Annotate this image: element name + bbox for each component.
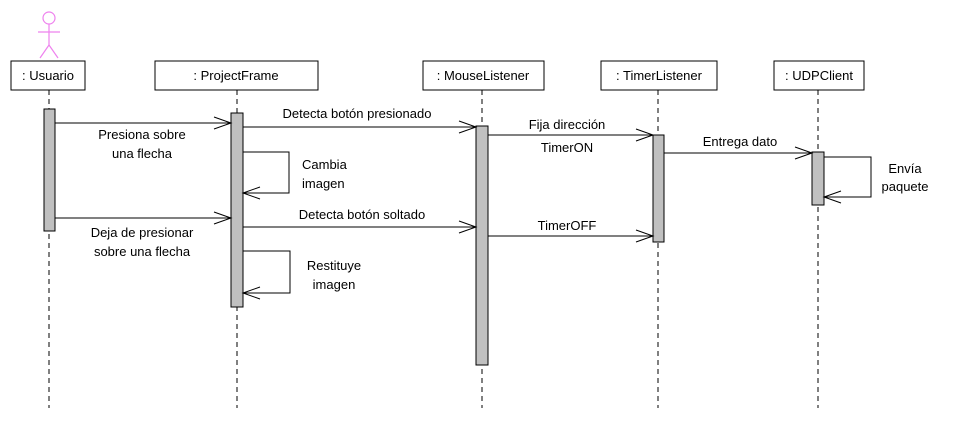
message-deja-label-2: sobre una flecha xyxy=(94,244,191,259)
message-cambia-label-1: Cambia xyxy=(302,157,348,172)
message-timer-off: TimerOFF xyxy=(488,218,655,243)
participant-udpclient-label: : UDPClient xyxy=(785,68,853,83)
message-envia-paquete: Envía paquete xyxy=(822,156,929,204)
message-presiona-label-1: Presiona sobre xyxy=(98,127,185,142)
participant-projectframe-label: : ProjectFrame xyxy=(193,68,278,83)
message-envia-label-2: paquete xyxy=(882,179,929,194)
message-restituye-imagen: Restituye imagen xyxy=(241,250,361,300)
message-entrega-dato-label: Entrega dato xyxy=(703,134,777,149)
message-detecta-soltado-label: Detecta botón soltado xyxy=(299,207,425,222)
message-fija-direccion: Fija dirección TimerON xyxy=(488,117,655,155)
message-fija-direccion-label: Fija dirección xyxy=(529,117,606,132)
participant-mouselistener-label: : MouseListener xyxy=(437,68,530,83)
message-detecta-soltado: Detecta botón soltado xyxy=(243,207,478,234)
message-detecta-presionado-label: Detecta botón presionado xyxy=(283,106,432,121)
actor-usuario-icon xyxy=(38,11,60,59)
message-presiona-label-2: una flecha xyxy=(112,146,173,161)
participant-usuario: : Usuario xyxy=(10,60,86,91)
activation-projectframe xyxy=(230,112,244,308)
message-envia-label-1: Envía xyxy=(888,161,922,176)
message-entrega-dato: Entrega dato xyxy=(664,134,814,160)
activation-usuario xyxy=(43,108,56,232)
activation-mouselistener xyxy=(475,125,489,366)
message-cambia-label-2: imagen xyxy=(302,176,345,191)
message-timer-off-label: TimerOFF xyxy=(538,218,597,233)
participant-projectframe: : ProjectFrame xyxy=(154,60,319,91)
activation-timerlistener xyxy=(652,134,665,243)
participant-timerlistener: : TimerListener xyxy=(600,60,718,91)
participant-usuario-label: : Usuario xyxy=(22,68,74,83)
message-deja-label-1: Deja de presionar xyxy=(91,225,194,240)
activation-udpclient xyxy=(811,151,825,206)
participant-timerlistener-label: : TimerListener xyxy=(616,68,703,83)
message-detecta-presionado: Detecta botón presionado xyxy=(243,106,478,134)
message-restituye-label-1: Restituye xyxy=(307,258,361,273)
message-deja-presionar: Deja de presionar sobre una flecha xyxy=(55,211,233,259)
message-timer-on-label: TimerON xyxy=(541,140,593,155)
message-cambia-imagen: Cambia imagen xyxy=(241,151,348,200)
participant-mouselistener: : MouseListener xyxy=(422,60,545,91)
message-presiona: Presiona sobre una flecha xyxy=(55,116,233,161)
message-restituye-label-2: imagen xyxy=(313,277,356,292)
participant-udpclient: : UDPClient xyxy=(773,60,865,91)
